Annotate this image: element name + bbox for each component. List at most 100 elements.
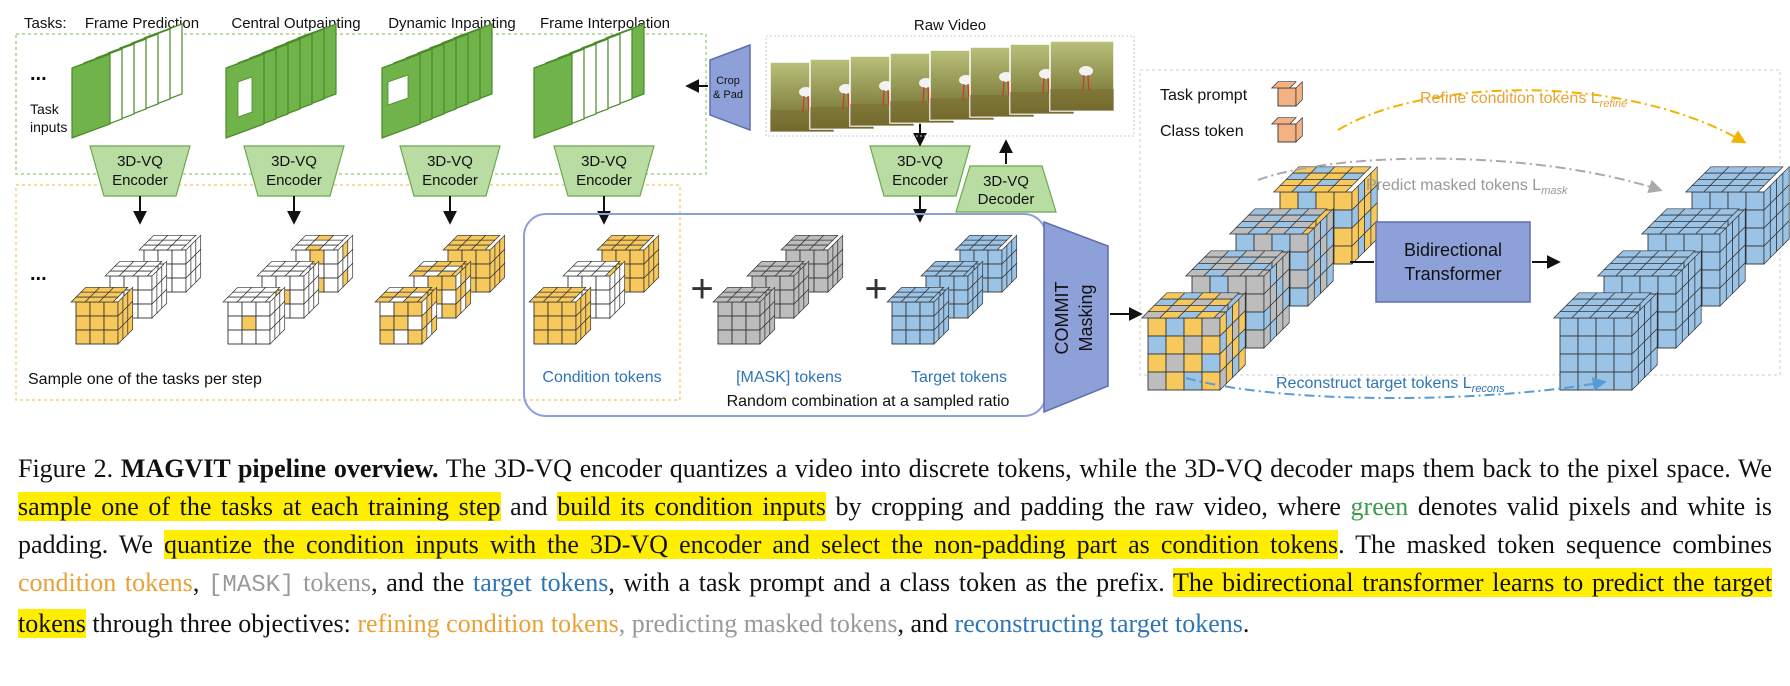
token-cell (905, 315, 921, 331)
token-cell (1577, 371, 1597, 391)
token-cell (1333, 209, 1353, 229)
transformer-label-1: Bidirectional (1404, 240, 1502, 260)
encoder-label-line1: 3D-VQ (271, 153, 317, 170)
token-cell (533, 329, 549, 345)
token-cell (891, 329, 907, 345)
token-cell (1595, 335, 1615, 355)
token-cell-side (161, 288, 168, 310)
token-cell (227, 301, 243, 317)
token-cell (227, 329, 243, 345)
commit-label-2: Masking (1076, 284, 1096, 351)
stork-leg (802, 95, 805, 113)
token-cell-top (624, 244, 645, 251)
token-cell (717, 301, 733, 317)
token-cell (1657, 293, 1677, 313)
token-cell-side (585, 314, 592, 336)
target-token-cubes (886, 286, 950, 345)
stork-body (1079, 66, 1093, 76)
token-cell (1201, 335, 1221, 355)
token-cell (1559, 317, 1579, 337)
token-cell (891, 315, 907, 331)
task-label-frame-interpolation: Frame Interpolation (540, 15, 670, 32)
token-cell (1289, 269, 1309, 289)
encoder-label-line2: Encoder (892, 172, 948, 189)
class-token-token (1270, 116, 1303, 143)
token-cell (547, 301, 563, 317)
stork-leg (1002, 80, 1005, 98)
decoder-label-line2: Decoder (978, 191, 1035, 208)
condition-tokens-label: Condition tokens (542, 369, 661, 386)
token-cell (533, 301, 549, 317)
token-cell (987, 249, 1003, 265)
task-frame (381, 53, 421, 139)
token-cell-side (803, 288, 810, 310)
refine-arc (1337, 89, 1747, 144)
token-cell (1745, 191, 1765, 211)
green-word: green (1350, 492, 1409, 521)
token-cell (393, 315, 409, 331)
token-cell (1147, 353, 1167, 373)
token-cell-side (195, 262, 202, 284)
task-label-central-outpainting: Central Outpainting (231, 15, 360, 32)
stork-leg (807, 95, 810, 113)
token-cell (779, 303, 795, 319)
token-cubes (70, 165, 1790, 391)
mask-token-cubes (712, 286, 776, 345)
token-cell (1595, 353, 1615, 373)
token-cell (323, 249, 339, 265)
random-combination-label: Random combination at a sampled ratio (727, 393, 1010, 410)
token-cell-top (1238, 269, 1265, 277)
task-frame (225, 53, 265, 139)
stork-leg (882, 89, 885, 107)
token-cell (103, 315, 119, 331)
token-cell (745, 315, 761, 331)
token-cell-top (1738, 185, 1765, 193)
video-frame (1049, 40, 1115, 112)
token-cell (407, 329, 423, 345)
token-cell (1613, 335, 1633, 355)
recons-label: Reconstruct target tokens Lrecons (1276, 375, 1505, 395)
token-cell-top (98, 296, 119, 303)
highlight-1: sample one of the tasks at each training… (18, 492, 501, 521)
token-cell (1183, 335, 1203, 355)
token-cell-top (1694, 227, 1721, 235)
token-cell (1183, 317, 1203, 337)
stork-leg (922, 86, 925, 104)
mask-arc (1257, 157, 1663, 194)
token-cell (987, 277, 1003, 293)
pipeline-diagram: Tasks: Frame Prediction Central Outpaint… (15, 15, 1790, 417)
token-cell-side (127, 314, 134, 336)
raw-video-region (765, 35, 1135, 137)
token-cell (1595, 371, 1615, 391)
token-cell (1245, 311, 1265, 331)
token-cell (475, 263, 491, 279)
token-cell (379, 329, 395, 345)
stork-leg (1082, 74, 1085, 92)
token-cell (561, 301, 577, 317)
token-cell (1709, 191, 1729, 211)
token-cell (441, 303, 457, 319)
token-cell (1745, 227, 1765, 247)
prefix-tokens (1270, 80, 1303, 143)
token-cell-side (313, 288, 320, 310)
token-cell (379, 315, 395, 331)
token-cell (1289, 287, 1309, 307)
token-cell (1183, 353, 1203, 373)
outpainting-tokens (222, 286, 286, 345)
token-cell (779, 289, 795, 305)
token-cell (255, 315, 271, 331)
token-cell (1277, 87, 1297, 107)
token-cell-side (1326, 261, 1334, 288)
token-cell (1621, 275, 1641, 295)
token-cell (227, 315, 243, 331)
task-prompt-label: Task prompt (1160, 87, 1248, 104)
task-inputs-region (15, 33, 707, 175)
token-cell-side (431, 314, 438, 336)
token-cell (441, 289, 457, 305)
token-cell-side (347, 262, 354, 284)
token-cell-top (1270, 81, 1297, 89)
crop-pad-shape (709, 43, 751, 132)
token-cell (289, 303, 305, 319)
encoder-label-line1: 3D-VQ (427, 153, 473, 170)
